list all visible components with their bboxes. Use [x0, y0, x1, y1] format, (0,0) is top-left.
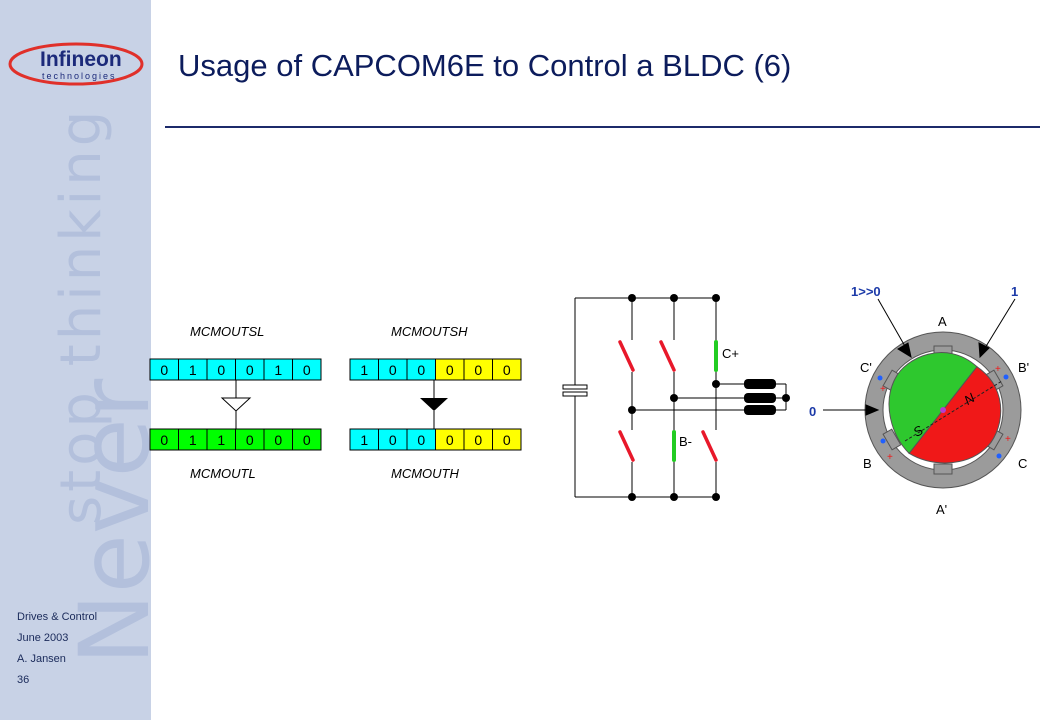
mcmouth-bit: 0	[474, 432, 482, 448]
mcmoutsh-bit: 0	[503, 362, 511, 378]
footer-page: 36	[17, 674, 30, 686]
mcmoutl-bit: 0	[160, 432, 168, 448]
mcmoutsl-cell	[292, 358, 322, 381]
hollow-arrow	[220, 380, 252, 429]
input-top-left: 1>>0	[851, 284, 881, 299]
mcmoutsh-bit: 0	[474, 362, 482, 378]
pole-c-prime: C'	[860, 360, 872, 375]
pole-b: B	[863, 456, 872, 471]
motor-windings	[744, 379, 776, 415]
mcmouth-cell	[492, 428, 522, 451]
footer-author: A. Jansen	[17, 653, 66, 665]
mcmouth-bit: 0	[389, 432, 397, 448]
logo-brand: Infineon	[40, 48, 122, 71]
mcmoutsh-bit: 0	[417, 362, 425, 378]
pole-b-prime: B'	[1018, 360, 1029, 375]
mcmoutl-bit: 0	[246, 432, 254, 448]
mcmoutsh-cell	[492, 358, 522, 381]
mcmouth-bit: 0	[503, 432, 511, 448]
logo-sub: technologies	[42, 71, 117, 81]
capacitor	[562, 384, 588, 397]
mcmouth-bit: 1	[360, 432, 368, 448]
mcmoutsl-bit: 0	[246, 362, 254, 378]
register-cells: 0 1 0 0 1 0 0 1 1 0 0 0 1 0 0 0 0 0 1 0 0 0 0 0	[149, 358, 522, 451]
slogan-never: Never	[59, 378, 151, 665]
label-mcmouth: MCMOUTH	[391, 466, 459, 481]
page-title: Usage of CAPCOM6E to Control a BLDC (6)	[178, 48, 792, 83]
mcmouth-bit: 0	[417, 432, 425, 448]
mcmoutsl-bit: 1	[274, 362, 282, 378]
mcmoutl-bit: 0	[303, 432, 311, 448]
label-b-minus: B-	[679, 434, 692, 449]
input-top-right: 1	[1011, 284, 1018, 299]
input-left: 0	[809, 404, 816, 419]
footer: Drives & Control June 2003 A. Jansen 36	[17, 607, 97, 691]
title-rule	[165, 126, 1040, 128]
footer-dept: Drives & Control	[17, 611, 98, 623]
switches-off	[618, 340, 718, 462]
svg-text:+: +	[1005, 434, 1011, 445]
pole-a-prime: A'	[936, 502, 947, 517]
slogan-stop-thinking: stop thinking	[49, 107, 114, 525]
motor: N S ++ ++ A A' B B' C C' 1	[809, 284, 1029, 517]
mcmoutsl-bit: 1	[189, 362, 197, 378]
mcmoutsh-bit: 0	[389, 362, 397, 378]
footer-date: June 2003	[17, 632, 69, 644]
switches-on	[672, 340, 718, 462]
infineon-logo: Infineon technologies	[8, 42, 144, 86]
mcmoutl-cell	[292, 428, 322, 451]
mcmoutsh-bit: 0	[446, 362, 454, 378]
mcmoutl-bit: 1	[217, 432, 225, 448]
mcmouth-bit: 0	[446, 432, 454, 448]
label-mcmoutsh: MCMOUTSH	[391, 324, 468, 339]
svg-text:+: +	[880, 384, 886, 395]
label-mcmoutsl: MCMOUTSL	[190, 324, 264, 339]
mcmoutl-bit: 0	[274, 432, 282, 448]
node-dots	[628, 294, 790, 501]
svg-text:+: +	[887, 452, 893, 463]
pole-c: C	[1018, 456, 1027, 471]
pole-a: A	[938, 314, 947, 329]
mcmoutl-bit: 1	[189, 432, 197, 448]
mcmoutsl-bit: 0	[217, 362, 225, 378]
label-mcmoutl: MCMOUTL	[190, 466, 256, 481]
mcmoutsl-bit: 0	[303, 362, 311, 378]
slogan-watermark: Never stop thinking Infineon technologie…	[8, 42, 151, 665]
mcmoutsl-bit: 0	[160, 362, 168, 378]
sidebar: Never stop thinking Infineon technologie…	[0, 0, 151, 720]
mcmoutsh-bit: 1	[360, 362, 368, 378]
filled-arrow	[420, 380, 448, 429]
label-c-plus: C+	[722, 346, 739, 361]
svg-text:+: +	[995, 364, 1001, 375]
